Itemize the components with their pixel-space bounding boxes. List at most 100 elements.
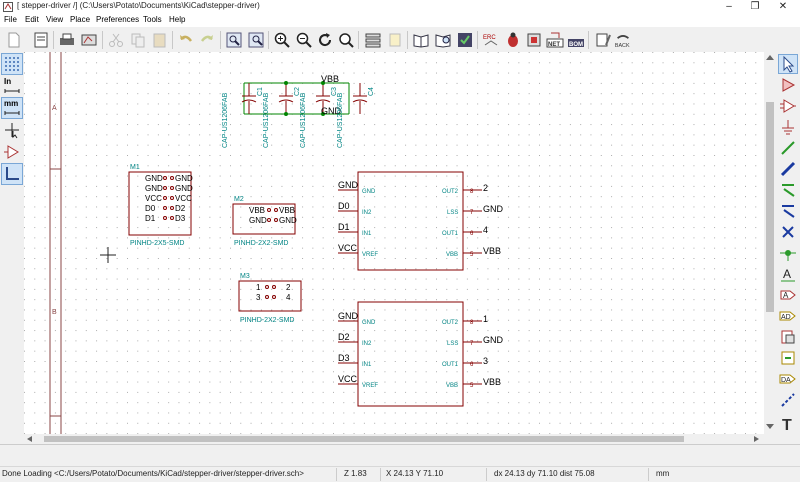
vertical-scroll-thumb[interactable] (766, 102, 774, 312)
cut-icon[interactable] (107, 31, 125, 49)
wire-to-bus-entry-icon[interactable] (779, 181, 797, 199)
annotate-icon[interactable] (456, 31, 474, 49)
m1-left-pin-4: D0 (145, 204, 156, 213)
connector-m3[interactable]: M3 1 3 2 4 PINHD-2X2-SMD (238, 273, 302, 324)
m3-value: PINHD-2X2-SMD (240, 317, 294, 324)
place-sheet-icon[interactable] (779, 328, 797, 346)
zoom-fit-icon[interactable] (337, 31, 355, 49)
new-schematic-icon[interactable] (5, 31, 23, 49)
find-replace-icon[interactable] (247, 31, 265, 49)
wire-orientation-icon[interactable] (1, 163, 23, 185)
zoom-out-icon[interactable] (295, 31, 313, 49)
units-mm-button[interactable]: mm (1, 97, 23, 119)
place-bus-icon[interactable] (779, 160, 797, 178)
assign-footprints-icon[interactable] (525, 31, 543, 49)
menu-edit[interactable]: Edit (25, 15, 39, 24)
menu-place[interactable]: Place (70, 15, 91, 24)
svg-text:AD: AD (781, 314, 791, 321)
netlist-icon[interactable]: NET (546, 31, 564, 49)
paste-icon[interactable] (151, 31, 169, 49)
menu-file[interactable]: File (4, 15, 17, 24)
horizontal-scroll-thumb[interactable] (44, 436, 684, 442)
connector-m1[interactable]: M1 GND GND VCC D0 D1 GND GND VCC D2 D3 (128, 164, 193, 247)
menu-view[interactable]: View (46, 15, 64, 24)
place-power-icon[interactable] (779, 118, 797, 136)
hidden-pins-icon[interactable] (2, 142, 22, 162)
scroll-right-icon[interactable] (754, 436, 760, 442)
horizontal-scrollbar[interactable] (24, 434, 764, 444)
u2-pin-out1: OUT1 (442, 362, 459, 368)
vertical-scrollbar[interactable] (764, 52, 776, 434)
library-browser-icon[interactable] (434, 31, 452, 49)
graphic-line-icon[interactable] (779, 391, 797, 409)
find-icon[interactable] (225, 31, 243, 49)
no-connect-icon[interactable] (779, 223, 797, 241)
hierarchy-navigator-icon[interactable] (364, 31, 382, 49)
scroll-left-icon[interactable] (26, 436, 32, 442)
copy-icon[interactable] (129, 31, 147, 49)
undo-icon[interactable] (177, 31, 195, 49)
page-settings-icon[interactable] (32, 31, 50, 49)
highlight-net-icon[interactable] (779, 76, 797, 94)
edit-pcb-icon[interactable] (594, 31, 612, 49)
place-symbol-icon[interactable] (779, 97, 797, 115)
place-wire-icon[interactable] (779, 139, 797, 157)
place-sheet-pin-icon[interactable]: DA (779, 370, 797, 388)
connector-m2[interactable]: M2 VBB GND VBB GND PINHD-2X2-SMD (232, 196, 297, 247)
bug-icon[interactable] (504, 31, 522, 49)
import-sheet-pin-icon[interactable] (779, 349, 797, 367)
bom-icon[interactable]: BOM (567, 31, 585, 49)
menu-preferences[interactable]: Preferences (96, 15, 140, 24)
m1-right-pin-3: VCC (175, 194, 192, 203)
place-label-icon[interactable]: A (779, 265, 797, 283)
u2-net-out-4: VBB (483, 377, 501, 387)
u1-net-out-2: GND (483, 204, 504, 214)
plot-icon[interactable] (80, 31, 98, 49)
menu-help[interactable]: Help (169, 15, 186, 24)
maximize-button[interactable]: ❐ (750, 1, 760, 12)
select-arrow-icon[interactable] (778, 54, 798, 74)
redo-icon[interactable] (198, 31, 216, 49)
grid-toggle-icon[interactable] (1, 53, 23, 75)
u2-pin-in2: IN2 (362, 341, 372, 347)
back-annotate-icon[interactable]: BACK (614, 31, 634, 49)
menu-tools[interactable]: Tools (143, 15, 162, 24)
graphic-text-icon[interactable]: T (779, 414, 797, 432)
u2-net-out-3: 3 (483, 356, 488, 366)
leave-sheet-icon[interactable] (386, 31, 404, 49)
place-hierarchical-label-icon[interactable]: AD (779, 307, 797, 325)
schematic-canvas[interactable]: A B VBB GND C1 CAP-US1206FAB C2 CAP-US1 (24, 52, 764, 434)
svg-text:NET: NET (548, 42, 560, 48)
place-junction-icon[interactable] (779, 244, 797, 262)
u1-net-out-4: VBB (483, 246, 501, 256)
u2-net-vcc: VCC (338, 374, 358, 384)
units-mm-label: mm (4, 99, 19, 108)
m3-left-pin-1: 1 (256, 283, 261, 292)
scroll-down-icon[interactable] (766, 424, 774, 430)
close-button[interactable]: ✕ (778, 1, 788, 12)
svg-text:BACK: BACK (615, 43, 630, 49)
bus-to-bus-entry-icon[interactable] (779, 202, 797, 220)
u1-net-out-3: 4 (483, 225, 488, 235)
place-global-label-icon[interactable]: A (779, 286, 797, 304)
minimize-button[interactable]: – (726, 1, 732, 12)
erc-icon[interactable]: ERC (482, 31, 500, 49)
u2-pinnum-8: 8 (470, 320, 474, 326)
m3-right-pin-2: 4 (286, 293, 291, 302)
print-icon[interactable] (58, 31, 76, 49)
scroll-up-icon[interactable] (766, 54, 774, 60)
capacitor-group[interactable]: VBB GND C1 CAP-US1206FAB C2 CAP-US1206FA… (222, 74, 375, 148)
cursor-shape-icon[interactable] (2, 120, 22, 140)
svg-text:DA: DA (781, 377, 791, 384)
m2-value: PINHD-2X2-SMD (234, 240, 288, 247)
u1-pin-gnd: GND (362, 189, 376, 195)
redraw-icon[interactable] (316, 31, 334, 49)
units-inches-button[interactable]: In (2, 76, 22, 96)
menu-bar: File Edit View Place Preferences Tools H… (0, 14, 800, 27)
schematic-drawing[interactable]: A B VBB GND C1 CAP-US1206FAB C2 CAP-US1 (24, 52, 764, 434)
library-editor-icon[interactable] (412, 31, 430, 49)
u1-pinnum-8: 8 (470, 189, 474, 195)
driver-ic-u1[interactable]: GND D0 D1 VCC 2 GND 4 VBB GND IN2 IN1 VR… (338, 171, 504, 271)
driver-ic-u2[interactable]: GND D2 D3 VCC 1 GND 3 VBB GND IN2 IN1 VR… (338, 301, 504, 407)
zoom-in-icon[interactable] (273, 31, 291, 49)
